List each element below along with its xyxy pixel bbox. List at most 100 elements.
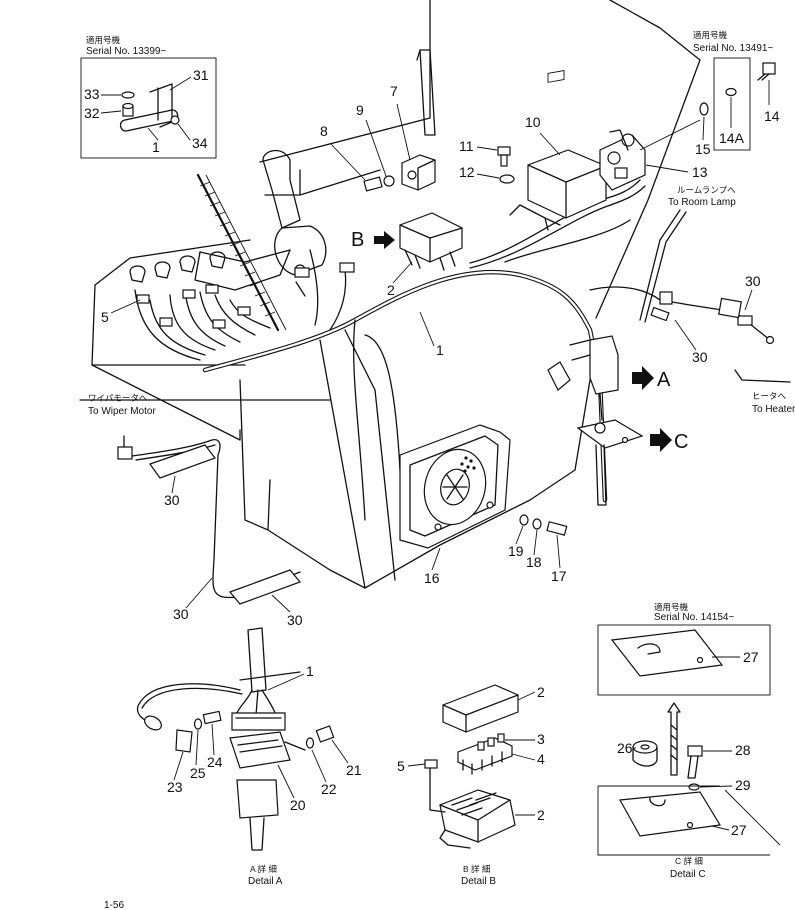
- washer-icon: [725, 87, 737, 97]
- heater-wire: [589, 286, 771, 341]
- fuse-box: [399, 212, 463, 271]
- connector-icon: [737, 315, 753, 326]
- inset-top-right: 適用号機 Serial No. 13491~ 14A 15 14: [693, 30, 780, 157]
- washer-icon: [383, 175, 395, 187]
- detail-c: 適用号機 Serial No. 14154~ 27 26 28 29 27 C …: [597, 602, 781, 880]
- label-16: 16: [424, 570, 440, 586]
- label-1-inset: 1: [152, 139, 160, 155]
- washer-icon: [532, 518, 542, 530]
- detail-b-en: Detail B: [461, 876, 496, 887]
- room-lamp-wire: [639, 209, 681, 321]
- page-number: 1-56: [104, 900, 124, 910]
- connector-icon: [205, 284, 219, 294]
- label-32: 32: [84, 105, 100, 121]
- connector-icon: [159, 317, 173, 327]
- heater-en: To Heater: [752, 404, 795, 415]
- bolt-icon: [762, 62, 776, 75]
- label-17: 17: [551, 568, 567, 584]
- bolt-icon: [363, 176, 383, 192]
- label-24: 24: [207, 754, 223, 770]
- washer-icon: [121, 91, 135, 99]
- label-1-detail: 1: [306, 663, 314, 679]
- bolt-icon: [546, 521, 568, 536]
- marker-c: C: [674, 431, 688, 453]
- label-10: 10: [525, 114, 541, 130]
- label-21: 21: [346, 762, 362, 778]
- inset-top-right-frame: [713, 57, 751, 151]
- label-14a: 14A: [719, 130, 745, 146]
- label-14: 14: [764, 108, 780, 124]
- label-29: 29: [735, 777, 751, 793]
- connector-icon: [136, 294, 150, 304]
- detail-a-jp: A 詳 細: [250, 864, 277, 874]
- label-20: 20: [290, 797, 306, 813]
- shift-lever-knob: [262, 149, 301, 229]
- washer-icon: [688, 783, 700, 791]
- room-lamp-jp: ルームランプへ: [677, 185, 736, 195]
- inset-top-left: 適用号機 Serial No. 13399~ 33 32 31 1 34: [80, 35, 217, 159]
- connector-icon: [237, 306, 251, 316]
- inset-top-left-jp: 適用号機: [86, 35, 121, 45]
- label-30-b: 30: [692, 349, 708, 365]
- label-27-top: 27: [743, 649, 759, 665]
- detail-c-inset-serial: Serial No. 14154~: [654, 612, 734, 623]
- label-3: 3: [537, 731, 545, 747]
- label-2-b-top: 2: [537, 684, 545, 700]
- connector-icon: [659, 291, 673, 305]
- detail-c-inset-frame: [597, 624, 771, 696]
- label-13: 13: [692, 164, 708, 180]
- connector-icon: [117, 446, 133, 460]
- label-19: 19: [508, 543, 524, 559]
- detail-c-inset-jp: 適用号機: [654, 602, 689, 612]
- bracket-31: [149, 83, 173, 128]
- connector-20: [229, 731, 291, 769]
- console-body: [91, 0, 701, 589]
- switch-7: [401, 154, 436, 191]
- detail-b: 2 3 4 5 2 B 詳 細 Detail B: [397, 684, 545, 887]
- component-13: [599, 129, 646, 191]
- arrow-up-icon: [667, 702, 681, 776]
- label-34: 34: [192, 135, 208, 151]
- connector-icon: [231, 712, 286, 731]
- relay-icon: [509, 70, 607, 231]
- label-11: 11: [459, 138, 474, 154]
- connector-a: [547, 335, 619, 421]
- marker-b: B: [351, 229, 364, 251]
- connector-icon: [339, 262, 355, 273]
- connector-icon: [182, 289, 196, 299]
- wiper-en: To Wiper Motor: [88, 406, 156, 417]
- label-2-b-bottom: 2: [537, 807, 545, 823]
- label-9: 9: [356, 102, 364, 118]
- connector-mating: [236, 779, 279, 819]
- wiper-jp: ワイパモータへ: [88, 393, 148, 403]
- inset-top-right-serial: Serial No. 13491~: [693, 43, 773, 54]
- washer-icon: [305, 737, 315, 749]
- label-30-d: 30: [173, 606, 189, 622]
- label-15: 15: [695, 141, 711, 157]
- speaker-icon: [399, 424, 511, 549]
- pipe-clamp: [119, 109, 179, 132]
- inset-top-right-jp: 適用号機: [693, 30, 728, 40]
- detail-a: 1 23 25 24 20 22 21 A 詳 細 Detail A: [136, 627, 362, 887]
- arrow-right-icon: [374, 231, 395, 249]
- bolt-icon: [687, 745, 703, 757]
- label-22: 22: [321, 781, 337, 797]
- detail-c-jp: C 詳 細: [675, 856, 703, 866]
- bolt-icon: [315, 725, 335, 743]
- lever-top: [419, 49, 436, 136]
- detail-a-en: Detail A: [248, 876, 283, 887]
- bolt-icon: [497, 146, 511, 156]
- label-8: 8: [320, 123, 328, 139]
- label-31: 31: [193, 67, 209, 83]
- label-1-main: 1: [436, 342, 444, 358]
- washer-icon: [499, 174, 515, 184]
- main-harness: [134, 179, 775, 521]
- label-30-c: 30: [164, 492, 180, 508]
- label-5-b: 5: [397, 758, 405, 774]
- label-12: 12: [459, 164, 475, 180]
- label-5-main: 5: [101, 309, 109, 325]
- room-lamp-en: To Room Lamp: [668, 197, 736, 208]
- connector-icon: [212, 319, 226, 329]
